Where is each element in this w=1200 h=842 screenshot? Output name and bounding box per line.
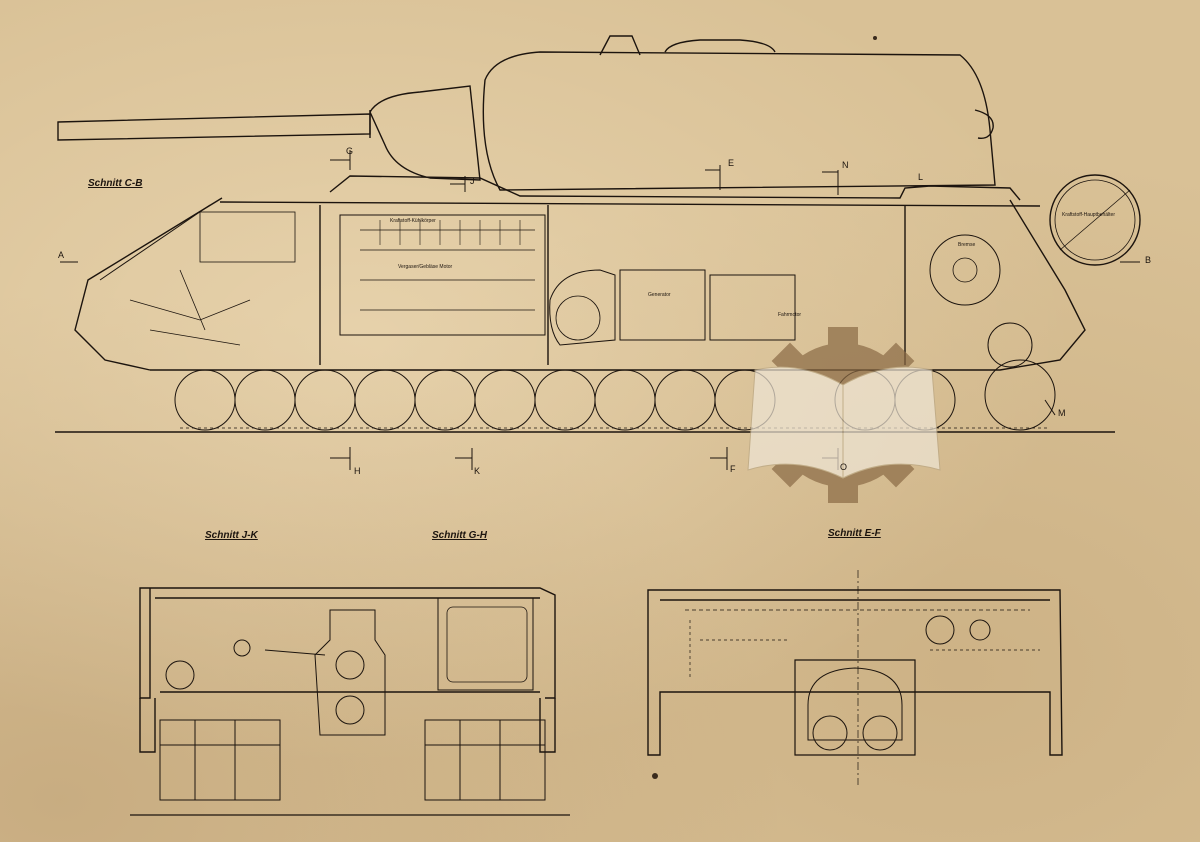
marker-o: O [840, 462, 848, 472]
marker-l: L [918, 172, 924, 182]
section-ef [647, 570, 1063, 785]
marker-f: F [730, 464, 736, 474]
label-brake: Bremse [958, 242, 976, 248]
marker-k: K [474, 466, 481, 476]
section-jk-gh [130, 587, 570, 816]
label-section-cb: Schnitt C-B [88, 178, 143, 189]
label-section-jk: Schnitt J-K [205, 530, 258, 541]
side-view-cutaway [55, 35, 1141, 470]
label-section-ef: Schnitt E-F [828, 528, 881, 539]
marker-e: E [728, 158, 735, 168]
marker-b: B [1145, 255, 1152, 265]
label-section-gh: Schnitt G-H [432, 530, 487, 541]
marker-j: J [470, 176, 475, 186]
label-fuel-tank: Kraftstoff-Hauptbehälter [1062, 212, 1115, 218]
label-engine: Vergaser/Gebläse Motor [398, 264, 453, 270]
marker-g: G [346, 146, 354, 156]
marker-m: M [1058, 408, 1066, 418]
publisher-watermark [747, 327, 941, 503]
label-motor: Fahrmotor [778, 312, 802, 318]
marker-a: A [58, 250, 65, 260]
marker-n: N [842, 160, 849, 170]
marker-h: H [354, 466, 361, 476]
label-generator: Generator [648, 292, 671, 298]
label-radiator: Kraftstoff-Kühlkörper [390, 218, 436, 224]
